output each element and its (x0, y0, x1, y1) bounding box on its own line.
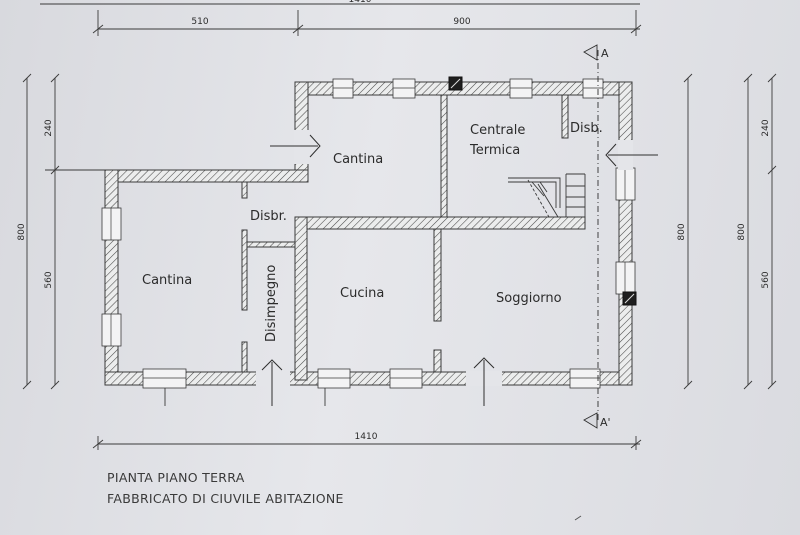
window (615, 167, 636, 201)
dim-right-upper: 240 (761, 119, 771, 136)
entrance-arrow (605, 143, 658, 167)
door-opening (294, 130, 309, 164)
window (582, 78, 604, 99)
room-label-cantina-left: Cantina (142, 273, 192, 288)
section-mark-a: A (601, 47, 609, 60)
window (332, 78, 354, 99)
entrance-arrow (473, 357, 495, 406)
wall-mid-vertical (294, 216, 308, 381)
dim-right-lower: 560 (761, 271, 771, 288)
room-label-cantina-upper: Cantina (333, 152, 383, 167)
window (101, 313, 122, 347)
wall-stub-upper (241, 181, 248, 199)
window (509, 78, 533, 99)
dim-top-left: 510 (191, 17, 208, 27)
entrance-arrows (261, 134, 658, 406)
room-label-disb: Disb. (570, 121, 603, 136)
dim-left-lower: 560 (44, 271, 54, 288)
wall-disimpegno-west-lower (241, 341, 248, 373)
window (392, 78, 416, 99)
wall-mid-horizontal (294, 216, 586, 230)
wall-disb-west (561, 94, 569, 139)
dim-left-upper: 240 (44, 119, 54, 136)
window (389, 368, 423, 389)
door-openings (256, 130, 633, 386)
room-label-cucina: Cucina (340, 286, 384, 301)
room-label-soggiorno: Soggiorno (496, 291, 562, 306)
room-label-termica: Termica (469, 143, 520, 158)
wall-disimpegno-west-upper (241, 229, 248, 311)
dim-top-overall: 1410 (349, 0, 372, 5)
caption-title: PIANTA PIANO TERRA (107, 470, 245, 485)
wall-cucina-east-lower (433, 349, 442, 373)
window (101, 207, 122, 241)
window (569, 368, 601, 389)
wall-west (104, 169, 119, 386)
section-line (583, 44, 599, 429)
room-label-centrale: Centrale (470, 123, 525, 138)
door-opening (256, 371, 290, 386)
dim-top-right: 900 (453, 17, 470, 27)
stray-mark (574, 515, 582, 521)
dim-bottom-overall: 1410 (355, 432, 378, 442)
caption-subtitle: FABBRICATO DI CIUVILE ABITAZIONE (107, 491, 344, 506)
wall-north-left (104, 169, 309, 183)
window (317, 368, 351, 389)
window (142, 368, 187, 389)
wall-cucina-east-upper (433, 228, 442, 322)
staircase (508, 173, 586, 218)
section-mark-a-prime: A' (600, 416, 611, 429)
window (615, 261, 636, 295)
dim-right-outer: 800 (737, 223, 747, 240)
dimension-lines (22, 3, 777, 450)
wall-east (618, 81, 633, 386)
walls (104, 81, 633, 386)
entrance-arrow (261, 359, 283, 406)
dim-left-total: 800 (17, 223, 27, 240)
windows (101, 78, 636, 389)
room-label-disimpegno: Disimpegno (264, 265, 279, 342)
wall-centrale-west (440, 94, 448, 218)
entrance-arrow (270, 134, 321, 158)
window-glazing (110, 87, 626, 379)
room-label-disbr: Disbr. (250, 209, 287, 224)
dim-right-inner: 800 (677, 223, 687, 240)
wall-disimpegno-top (244, 241, 296, 248)
